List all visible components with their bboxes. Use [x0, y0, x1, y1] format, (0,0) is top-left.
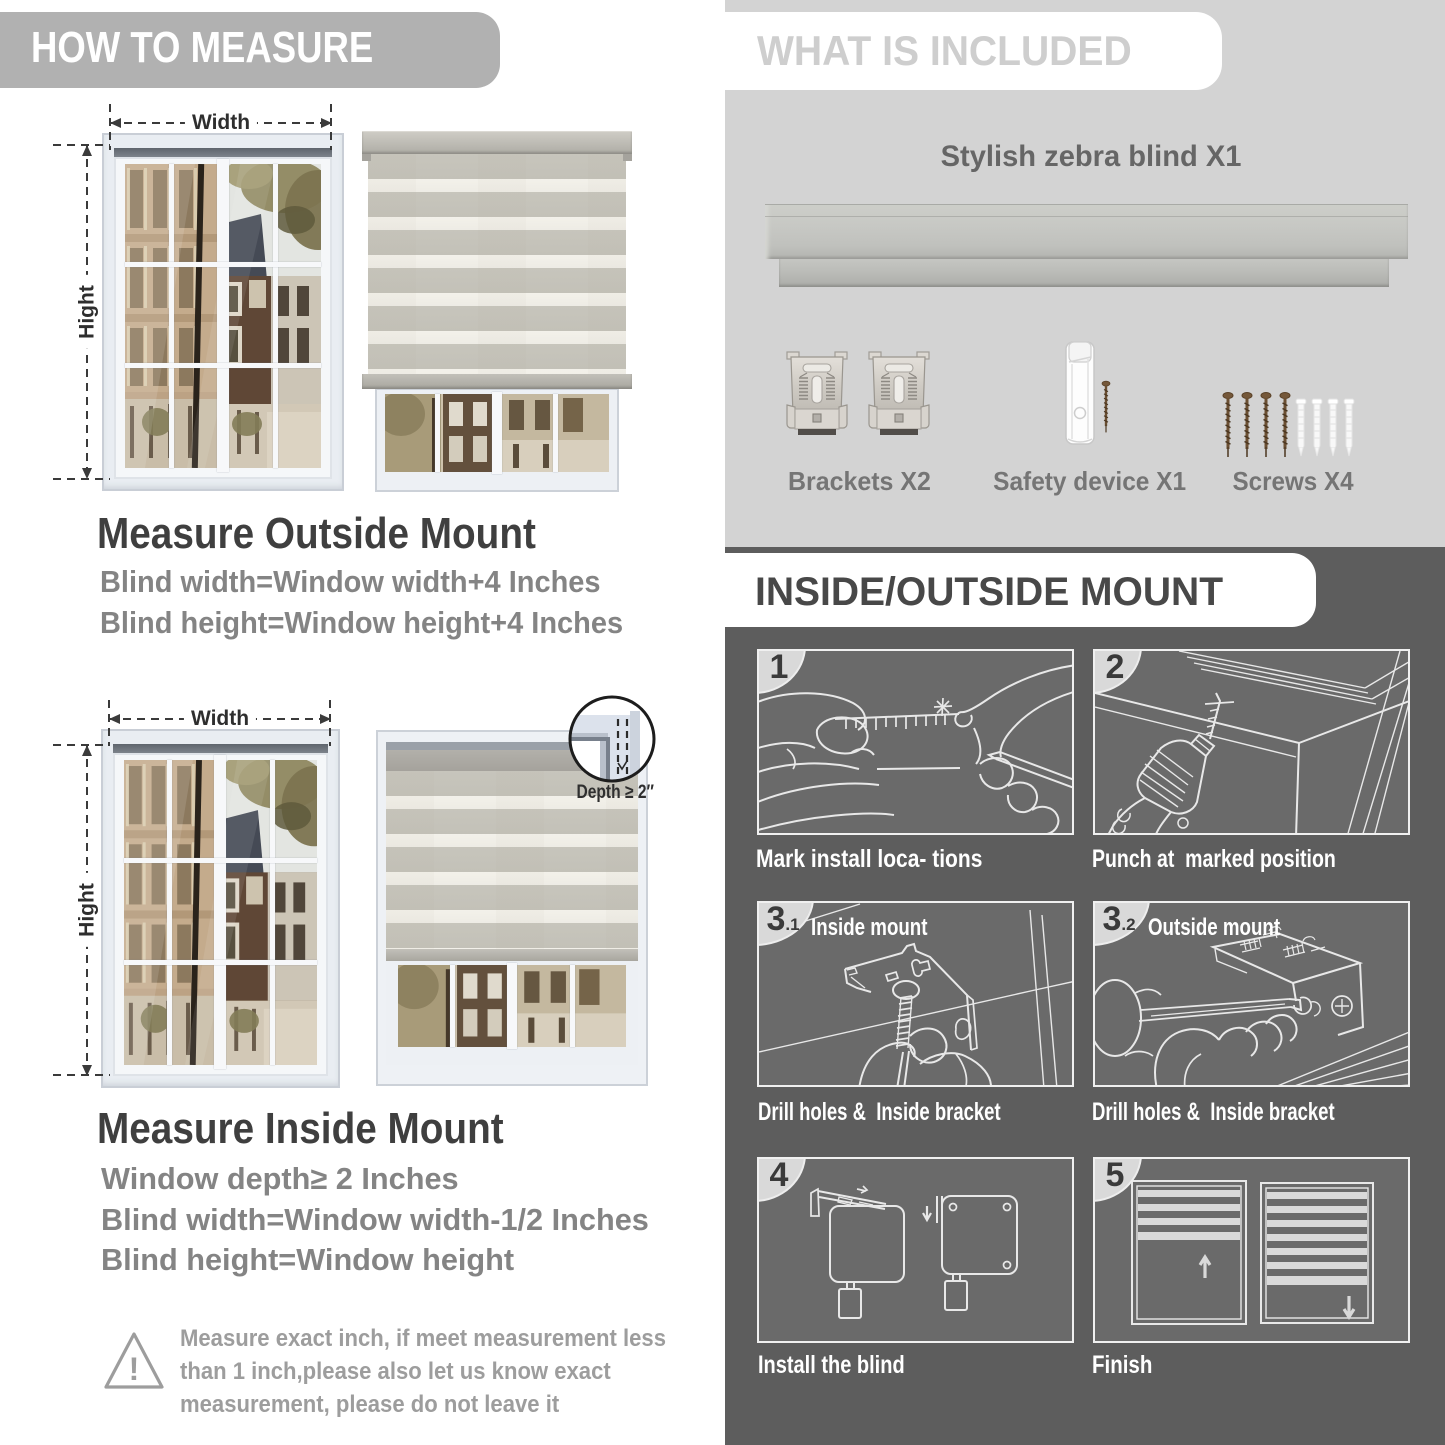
- svg-text:!: !: [129, 1351, 140, 1387]
